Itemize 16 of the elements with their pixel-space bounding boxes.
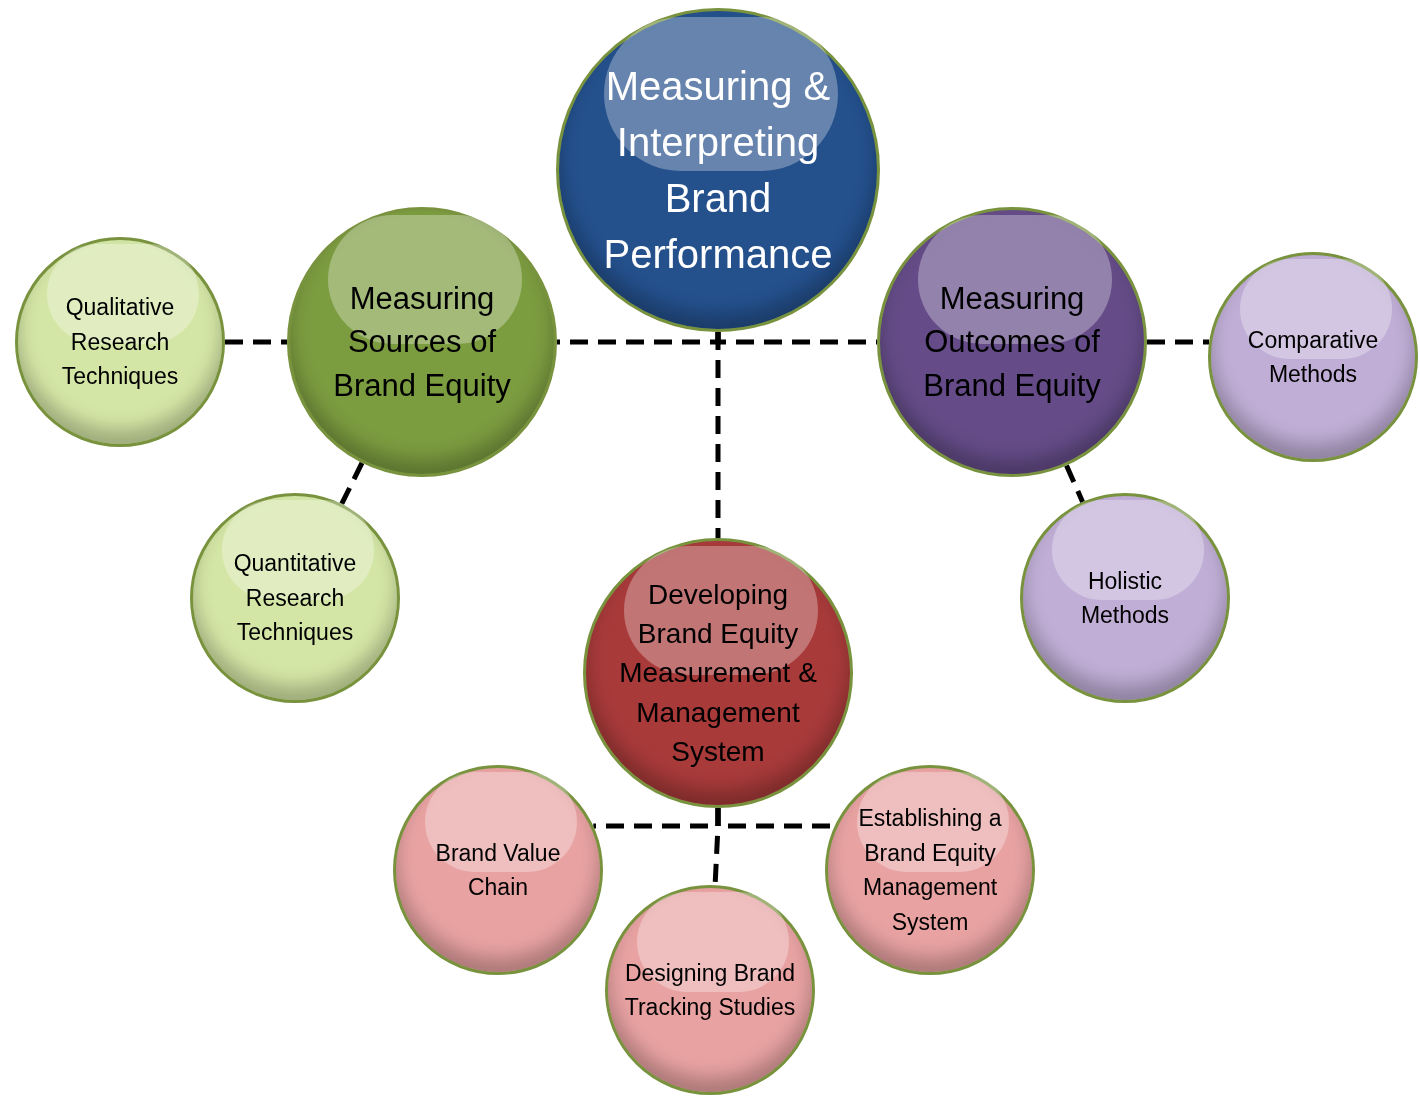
node-label: Holistic Methods: [1079, 566, 1171, 630]
dashed-connector: [715, 332, 721, 538]
node-label: Measuring & Interpreting Brand Performance: [602, 63, 834, 278]
dashed-connector: [1064, 464, 1085, 503]
node-label: Establishing a Brand Equity Management System: [857, 804, 1003, 937]
node-label: Qualitative Research Techniques: [60, 293, 180, 392]
node-label: Designing Brand Tracking Studies: [623, 958, 797, 1022]
dashed-connector: [225, 339, 287, 345]
node-label: Brand Value Chain: [434, 838, 562, 902]
node-label: Measuring Sources of Brand Equity: [332, 279, 512, 405]
dashed-connector: [339, 461, 365, 505]
dashed-connector: [1147, 339, 1210, 345]
node-label: Comparative Methods: [1246, 325, 1380, 389]
node-label: Quantitative Research Techniques: [232, 549, 358, 648]
node-label: Measuring Outcomes of Brand Equity: [922, 279, 1102, 405]
node-label: Developing Brand Equity Measurement & Management System: [618, 578, 818, 769]
